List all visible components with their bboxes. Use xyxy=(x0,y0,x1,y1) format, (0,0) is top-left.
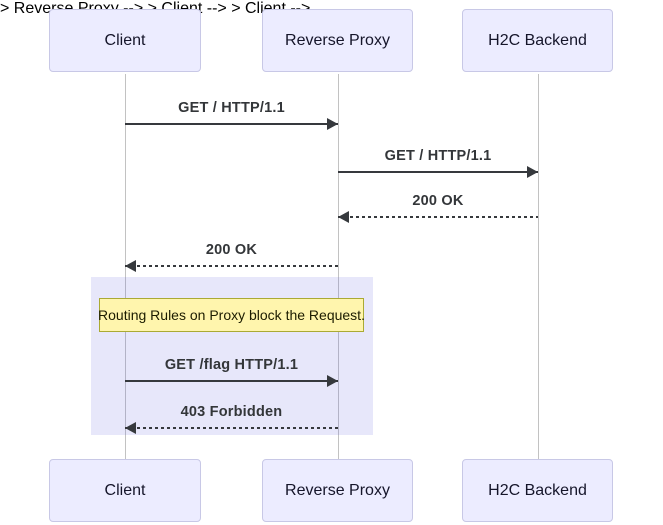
actor-bottom-reverse-proxy: Reverse Proxy xyxy=(262,459,413,522)
message-line xyxy=(125,123,338,125)
arrowhead-left-icon xyxy=(125,260,136,272)
arrowhead-right-icon xyxy=(327,118,338,130)
actor-bottom-client: Client xyxy=(49,459,201,522)
arrowhead-right-icon xyxy=(527,166,538,178)
message-label: 200 OK xyxy=(412,193,464,209)
actor-top-h2c-backend: H2C Backend xyxy=(462,9,613,72)
message-line xyxy=(338,171,538,173)
message-line xyxy=(338,216,538,218)
arrowhead-right-icon xyxy=(327,375,338,387)
message-label: GET / HTTP/1.1 xyxy=(384,148,492,164)
message-label: 200 OK xyxy=(205,242,258,258)
arrowhead-left-icon xyxy=(125,422,136,434)
actor-label: Client xyxy=(104,31,146,49)
actor-label: Reverse Proxy xyxy=(285,481,390,499)
lifeline-reverse-proxy xyxy=(338,74,339,459)
actor-label: Client xyxy=(104,481,146,499)
note-box: Routing Rules on Proxy block the Request… xyxy=(98,298,365,332)
actor-label: Reverse Proxy xyxy=(285,31,390,49)
message-label: 403 Forbidden xyxy=(180,404,283,420)
message-label: GET /flag HTTP/1.1 xyxy=(164,357,299,373)
actor-bottom-h2c-backend: H2C Backend xyxy=(462,459,613,522)
message-line xyxy=(125,265,338,267)
message-line xyxy=(125,427,338,429)
actor-label: H2C Backend xyxy=(488,31,587,49)
actor-top-reverse-proxy: Reverse Proxy xyxy=(262,9,413,72)
message-label: GET / HTTP/1.1 xyxy=(178,100,285,116)
lifeline-h2c-backend xyxy=(538,74,539,459)
arrowhead-left-icon xyxy=(338,211,349,223)
actor-top-client: Client xyxy=(49,9,201,72)
message-line xyxy=(125,380,338,382)
actor-label: H2C Backend xyxy=(488,481,587,499)
